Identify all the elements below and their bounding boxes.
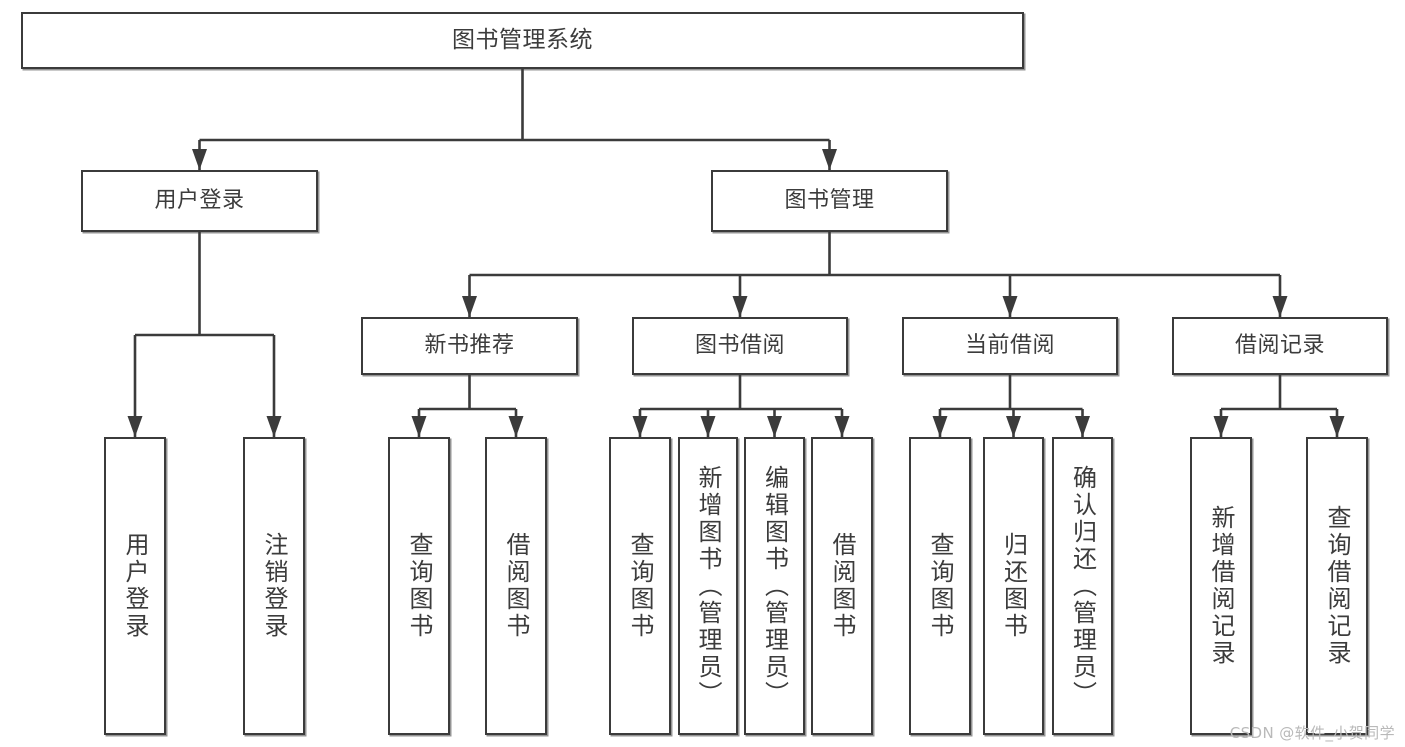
node-borrowing-records[interactable]: 借阅记录 (1172, 317, 1388, 375)
leaf-query-borrow-record[interactable]: 查询借阅记录 (1306, 437, 1368, 735)
node-user-login[interactable]: 用户登录 (81, 170, 318, 232)
node-root-label: 图书管理系统 (452, 26, 593, 53)
node-user-login-label: 用户登录 (154, 187, 245, 213)
leaf-return-book-label: 归还图书 (999, 532, 1028, 640)
leaf-add-borrow-record[interactable]: 新增借阅记录 (1190, 437, 1252, 735)
node-book-management-label: 图书管理 (784, 187, 875, 213)
leaf-user-login[interactable]: 用户登录 (104, 437, 166, 735)
leaf-borrow-book-recommendation[interactable]: 借阅图书 (485, 437, 547, 735)
leaf-borrow-book[interactable]: 借阅图书 (811, 437, 873, 735)
node-root[interactable]: 图书管理系统 (21, 12, 1024, 69)
node-new-book-recommendation[interactable]: 新书推荐 (361, 317, 578, 375)
watermark: CSDN @软件_小贺同学 (1229, 724, 1395, 742)
node-book-borrowing-label: 图书借阅 (694, 332, 785, 358)
leaf-query-book-borrowing[interactable]: 查询图书 (609, 437, 671, 735)
leaf-query-book-recommendation-label: 查询图书 (405, 532, 433, 640)
leaf-user-login-label: 用户登录 (121, 532, 149, 640)
leaf-query-book-current[interactable]: 查询图书 (909, 437, 971, 735)
node-book-management[interactable]: 图书管理 (711, 170, 948, 232)
leaf-logout[interactable]: 注销登录 (243, 437, 305, 735)
node-new-book-recommendation-label: 新书推荐 (424, 332, 515, 358)
leaf-borrow-book-recommendation-label: 借阅图书 (502, 532, 530, 640)
leaf-query-borrow-record-label: 查询借阅记录 (1323, 505, 1351, 667)
leaf-return-book[interactable]: 归还图书 (983, 437, 1044, 735)
leaf-query-book-current-label: 查询图书 (926, 532, 954, 640)
leaf-logout-label: 注销登录 (260, 532, 288, 640)
node-borrowing-records-label: 借阅记录 (1234, 332, 1325, 358)
node-book-borrowing[interactable]: 图书借阅 (632, 317, 848, 375)
leaf-edit-book-label: 编辑图书（管理员） (760, 464, 789, 708)
leaf-borrow-book-label: 借阅图书 (828, 532, 856, 640)
leaf-confirm-return[interactable]: 确认归还（管理员） (1052, 437, 1113, 735)
leaf-query-book-borrowing-label: 查询图书 (626, 532, 654, 640)
leaf-confirm-return-label: 确认归还（管理员） (1068, 464, 1097, 708)
leaf-add-borrow-record-label: 新增借阅记录 (1207, 505, 1235, 667)
leaf-query-book-recommendation[interactable]: 查询图书 (388, 437, 450, 735)
node-current-borrowing[interactable]: 当前借阅 (902, 317, 1118, 375)
leaf-edit-book[interactable]: 编辑图书（管理员） (744, 437, 805, 735)
node-current-borrowing-label: 当前借阅 (964, 332, 1055, 358)
leaf-add-book[interactable]: 新增图书（管理员） (678, 437, 738, 735)
leaf-add-book-label: 新增图书（管理员） (694, 464, 722, 708)
